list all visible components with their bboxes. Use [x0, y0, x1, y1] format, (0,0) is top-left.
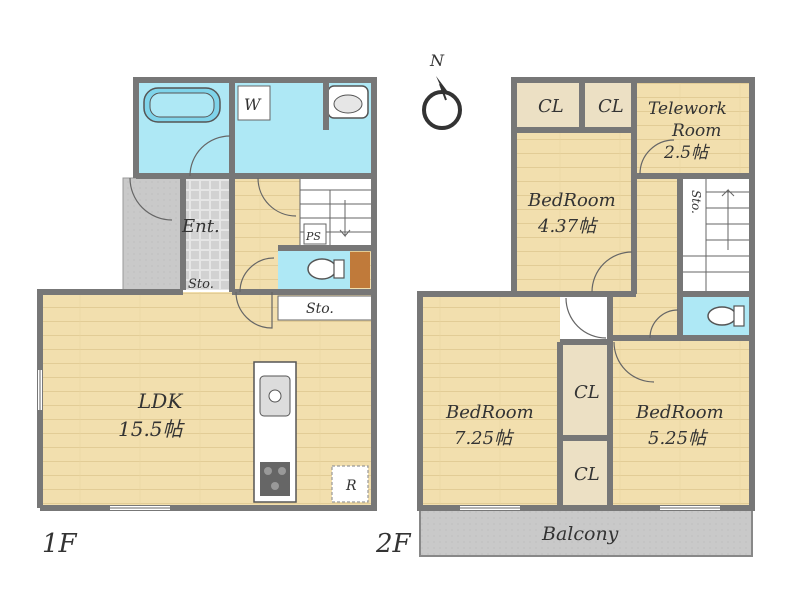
- bedroom-b-name: BedRoom: [445, 402, 534, 423]
- closet-1-label: CL: [538, 96, 564, 117]
- entrance-floor: [183, 178, 231, 290]
- toilet-icon: [307, 258, 337, 280]
- bedroom-c-name: BedRoom: [635, 402, 724, 423]
- stairs-2f: [679, 175, 753, 293]
- washroom-label: W: [244, 95, 262, 114]
- floor-label-1f: 1F: [42, 529, 78, 559]
- compass-label: N: [429, 51, 445, 70]
- compass-icon: [422, 76, 462, 130]
- bedroom-a-size: 4.37帖: [537, 216, 599, 237]
- second-floor: [417, 77, 755, 557]
- bedroom-c-size: 5.25帖: [648, 428, 709, 449]
- stove-icon: [260, 462, 290, 496]
- balcony-label: Balcony: [541, 523, 619, 545]
- bedroom-b: [420, 294, 560, 508]
- bedroom-a: [514, 132, 634, 292]
- bedroom-b-size: 7.25帖: [454, 428, 515, 449]
- closet-2-label: CL: [598, 96, 624, 117]
- telework-line2: Room: [671, 121, 721, 141]
- ldk-floor: [40, 292, 374, 508]
- ldk-size: 15.5帖: [118, 417, 186, 441]
- telework-line1: Telework: [648, 99, 727, 119]
- closet-4-label: CL: [574, 464, 600, 485]
- storage-2f-label: Sto.: [689, 190, 703, 214]
- first-floor: [37, 77, 377, 511]
- ps-label: PS: [305, 230, 321, 243]
- floor-label-2f: 2F: [375, 529, 412, 559]
- closet-3-label: CL: [574, 382, 600, 403]
- entrance-storage-label: Sto.: [188, 277, 214, 292]
- bedroom-a-name: BedRoom: [527, 190, 616, 211]
- fridge-label: R: [345, 478, 357, 494]
- ldk-name: LDK: [137, 389, 183, 413]
- bedroom-c: [612, 338, 752, 508]
- entrance-label: Ent.: [181, 216, 220, 237]
- balcony-area: [419, 509, 753, 557]
- telework-room: [636, 80, 752, 174]
- porch: [122, 177, 182, 291]
- telework-size: 2.5帖: [663, 143, 711, 163]
- hall-storage-label: Sto.: [306, 301, 334, 317]
